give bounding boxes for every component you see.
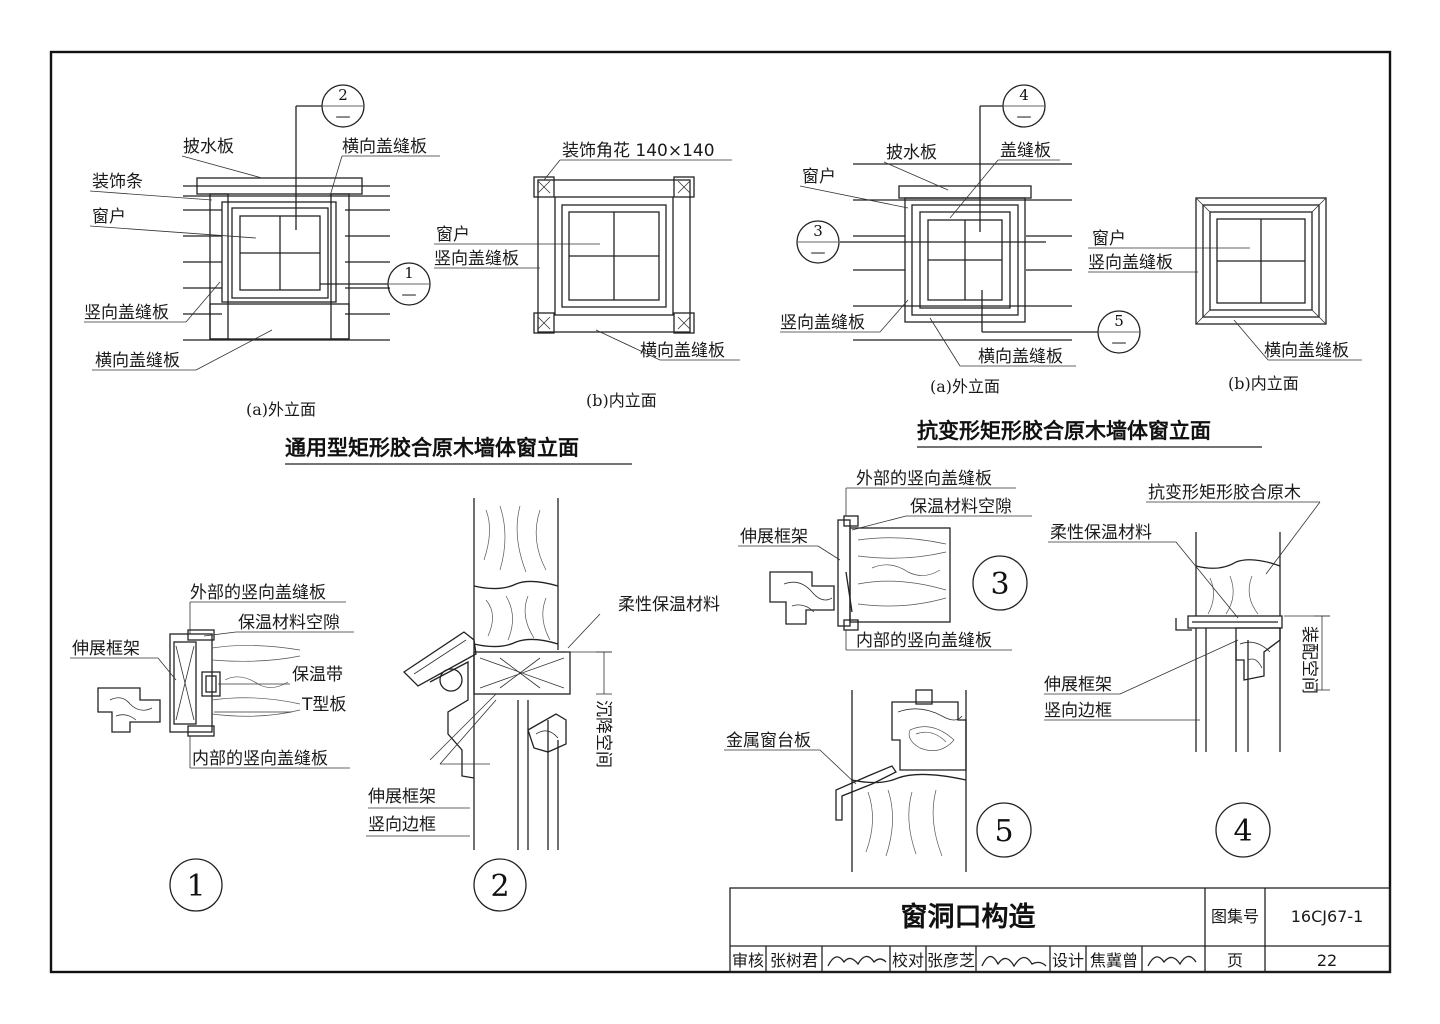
atlas-number: 16CJ67-1 [1291, 907, 1364, 926]
label-decor-corner: 装饰角花 140×140 [562, 141, 715, 161]
label-cover-board: 盖缝板 [1000, 141, 1051, 161]
label-window: 窗户 [92, 207, 126, 227]
callout-4-num: 4 [1019, 86, 1029, 104]
callout-1-sub: — [402, 285, 417, 303]
label-assembly-space: 装配空间 [1299, 626, 1319, 694]
sheet-frame [49, 50, 1392, 974]
label-extension-frame: 伸展框架 [72, 639, 140, 659]
label-extension-frame: 伸展框架 [368, 787, 436, 807]
reviewer-signature [827, 955, 887, 967]
detail-3: 外部的竖向盖缝板 保温材料空隙 伸展框架 内部的竖向盖缝板 3 [738, 469, 1032, 651]
callout-5-num: 5 [1114, 312, 1124, 330]
detail-4: 抗变形矩形胶合原木 柔性保温材料 装配空间 伸展框架 竖向边框 4 [1044, 483, 1330, 858]
atlas-label: 图集号 [1211, 907, 1259, 926]
label-insulation-gap: 保温材料空隙 [238, 613, 340, 633]
page-label: 页 [1227, 951, 1243, 970]
callout-4-sub: — [1017, 107, 1032, 125]
label-horizontal-cover: 横向盖缝板 [978, 347, 1063, 367]
label-extension-frame: 伸展框架 [1044, 675, 1112, 695]
title-anti: 抗变形矩形胶合原木墙体窗立面 [917, 419, 1211, 443]
review-label: 审核 [732, 951, 764, 970]
label-t-board: T型板 [301, 695, 346, 715]
callout-3-num: 3 [813, 222, 823, 240]
label-inner-vertical-cover: 内部的竖向盖缝板 [192, 749, 328, 769]
label-drip-board: 披水板 [886, 143, 937, 163]
label-drip-board: 披水板 [183, 137, 234, 157]
caption-inner-general: (b)内立面 [586, 391, 657, 410]
inner-elevation-anti: 窗户 竖向盖缝板 横向盖缝板 (b)内立面 [1088, 197, 1362, 393]
label-window: 窗户 [1092, 229, 1126, 249]
label-insulation-strip: 保温带 [292, 665, 343, 685]
design-label: 设计 [1052, 951, 1084, 970]
label-vertical-cover: 竖向盖缝板 [1088, 253, 1173, 273]
label-horizontal-cover: 横向盖缝板 [640, 341, 725, 361]
outer-elevation-anti: 4 — 3 — 5 — 披水板 盖缝板 窗户 竖向盖缝板 横向盖缝板 (a)外立… [780, 84, 1141, 396]
label-outer-vertical-cover: 外部的竖向盖缝板 [856, 469, 992, 489]
checker-signature [981, 955, 1047, 968]
label-decor-strip: 装饰条 [92, 172, 143, 192]
reviewer-name: 张树君 [770, 951, 818, 970]
label-metal-sill: 金属窗台板 [726, 731, 811, 751]
caption-outer-general: (a)外立面 [246, 400, 316, 419]
page-number: 22 [1317, 951, 1337, 970]
label-outer-vertical-cover: 外部的竖向盖缝板 [190, 583, 326, 603]
label-vertical-cover: 竖向盖缝板 [84, 303, 169, 323]
title-general: 通用型矩形胶合原木墙体窗立面 [285, 436, 579, 460]
detail-5-number: 5 [994, 814, 1013, 849]
label-vertical-jamb: 竖向边框 [368, 815, 436, 835]
label-vertical-cover: 竖向盖缝板 [780, 313, 865, 333]
outer-elevation-general: 2 — 1 — 披水板 横向盖缝板 装饰条 窗户 竖向盖缝板 横向盖缝板 (a)… [84, 84, 440, 419]
detail-5: 金属窗台板 5 [724, 689, 1032, 872]
label-extension-frame: 伸展框架 [740, 527, 808, 547]
drawing-title: 窗洞口构造 [901, 901, 1036, 933]
inner-elevation-general: 装饰角花 140×140 窗户 竖向盖缝板 横向盖缝板 (b)内立面 [434, 141, 740, 410]
caption-outer-anti: (a)外立面 [930, 377, 1000, 396]
designer-signature [1147, 955, 1197, 967]
label-horizontal-cover-bottom: 横向盖缝板 [95, 351, 180, 371]
detail-1-number: 1 [186, 869, 205, 904]
callout-2-num: 2 [338, 86, 348, 104]
label-flexible-insulation: 柔性保温材料 [618, 595, 720, 615]
label-flexible-insulation: 柔性保温材料 [1050, 523, 1152, 543]
label-window: 窗户 [802, 167, 836, 187]
detail-2-number: 2 [490, 869, 509, 904]
label-horizontal-cover: 横向盖缝板 [1264, 341, 1349, 361]
label-vertical-jamb: 竖向边框 [1044, 701, 1112, 721]
check-label: 校对 [892, 951, 924, 970]
callout-2-sub: — [336, 107, 351, 125]
label-settlement-space: 沉降空间 [593, 700, 613, 768]
caption-inner-anti: (b)内立面 [1228, 374, 1299, 393]
designer-name: 焦冀曾 [1090, 951, 1138, 970]
callout-3-sub: — [811, 243, 826, 261]
label-vertical-cover: 竖向盖缝板 [434, 249, 519, 269]
label-inner-vertical-cover: 内部的竖向盖缝板 [856, 631, 992, 651]
title-block: 窗洞口构造 图集号 16CJ67-1 审核 张树君 校对 张彦芝 设计 焦冀曾 … [729, 887, 1391, 973]
callout-1-num: 1 [404, 264, 414, 282]
label-insulation-gap: 保温材料空隙 [910, 497, 1012, 517]
detail-2: 柔性保温材料 沉降空间 伸展框架 竖向边框 2 [366, 498, 720, 912]
detail-3-number: 3 [990, 567, 1009, 602]
label-anti-deform-log: 抗变形矩形胶合原木 [1148, 483, 1301, 503]
checker-name: 张彦芝 [927, 951, 975, 970]
label-horizontal-cover-top: 横向盖缝板 [342, 137, 427, 157]
detail-4-number: 4 [1233, 814, 1252, 849]
label-window: 窗户 [436, 225, 470, 245]
detail-1: 外部的竖向盖缝板 保温材料空隙 伸展框架 保温带 T型板 内部的竖向盖缝板 1 [70, 583, 354, 912]
callout-5-sub: — [1112, 333, 1127, 351]
